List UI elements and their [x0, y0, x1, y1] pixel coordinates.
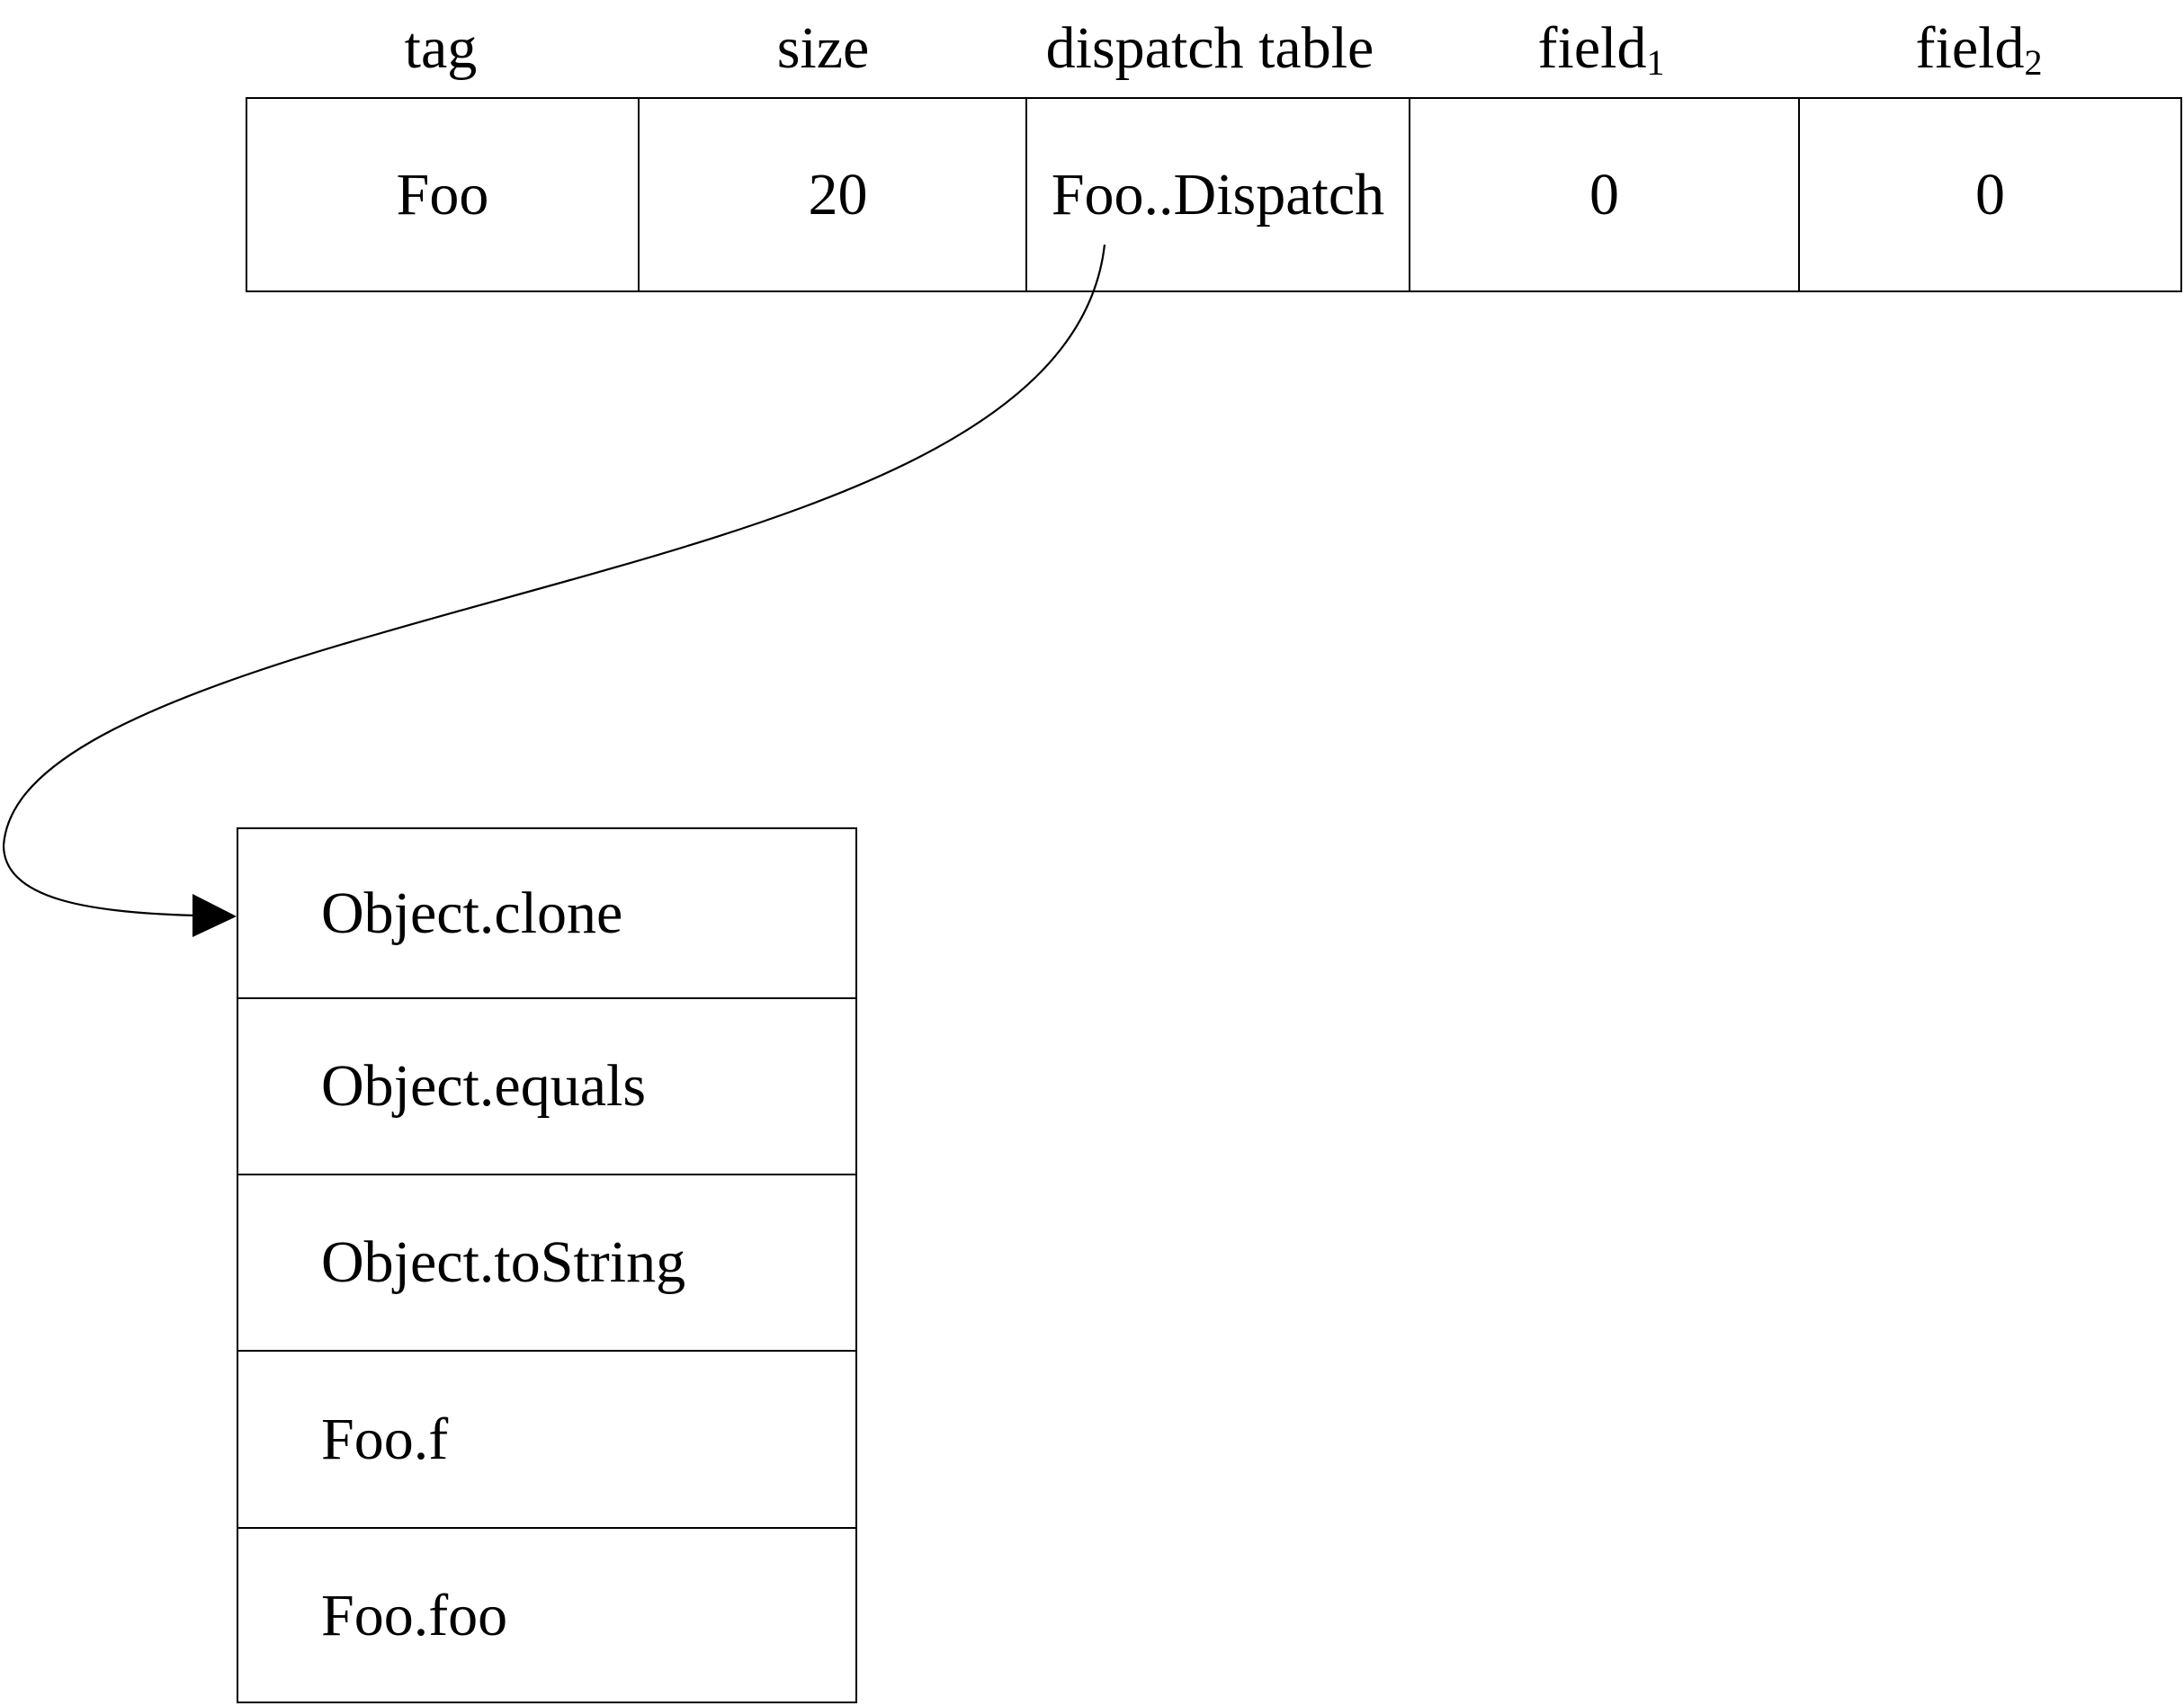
header-field-2-label: field — [1915, 15, 2025, 81]
record-cell-field-1: 0 — [1409, 99, 1798, 290]
header-size-label: size — [776, 15, 870, 81]
dispatch-entry-object-equals: Object.equals — [238, 997, 855, 1174]
record-value-dispatch-table: Foo..Dispatch — [1051, 161, 1385, 228]
header-size: size — [711, 11, 935, 86]
header-field-2: field2 — [1889, 11, 2069, 86]
object-record: Foo 20 Foo..Dispatch 0 0 — [246, 97, 2182, 292]
dispatch-entry-foo-foo: Foo.foo — [238, 1527, 855, 1703]
dispatch-entry-label: Object.toString — [321, 1229, 686, 1295]
dispatch-entry-foo-f: Foo.f — [238, 1350, 855, 1527]
arrowhead-icon — [192, 894, 237, 937]
header-dispatch-table-label: dispatch table — [1045, 15, 1374, 81]
dispatch-entry-label: Foo.f — [321, 1406, 449, 1472]
record-cell-tag: Foo — [247, 99, 638, 290]
record-value-field-1: 0 — [1589, 161, 1619, 228]
header-field-1-subscript: 1 — [1646, 42, 1665, 83]
dispatch-entry-label: Object.equals — [321, 1053, 647, 1119]
header-dispatch-table: dispatch table — [998, 11, 1421, 86]
header-field-2-subscript: 2 — [2024, 42, 2043, 83]
header-tag: tag — [342, 11, 540, 86]
header-field-1: field1 — [1493, 11, 1709, 86]
record-cell-dispatch-table: Foo..Dispatch — [1025, 99, 1409, 290]
dispatch-table: Object.clone Object.equals Object.toStri… — [237, 827, 857, 1703]
dispatch-entry-label: Foo.foo — [321, 1583, 508, 1648]
dispatch-entry-object-tostring: Object.toString — [238, 1174, 855, 1350]
header-tag-label: tag — [404, 15, 478, 81]
record-value-tag: Foo — [396, 161, 489, 228]
dispatch-pointer-curve — [2, 244, 1106, 917]
dispatch-entry-object-clone: Object.clone — [238, 829, 855, 997]
header-field-1-label: field — [1537, 15, 1647, 81]
record-cell-size: 20 — [638, 99, 1025, 290]
dispatch-entry-label: Object.clone — [321, 880, 623, 946]
record-cell-field-2: 0 — [1798, 99, 2180, 290]
record-value-field-2: 0 — [1975, 161, 2005, 228]
record-value-size: 20 — [808, 161, 868, 228]
